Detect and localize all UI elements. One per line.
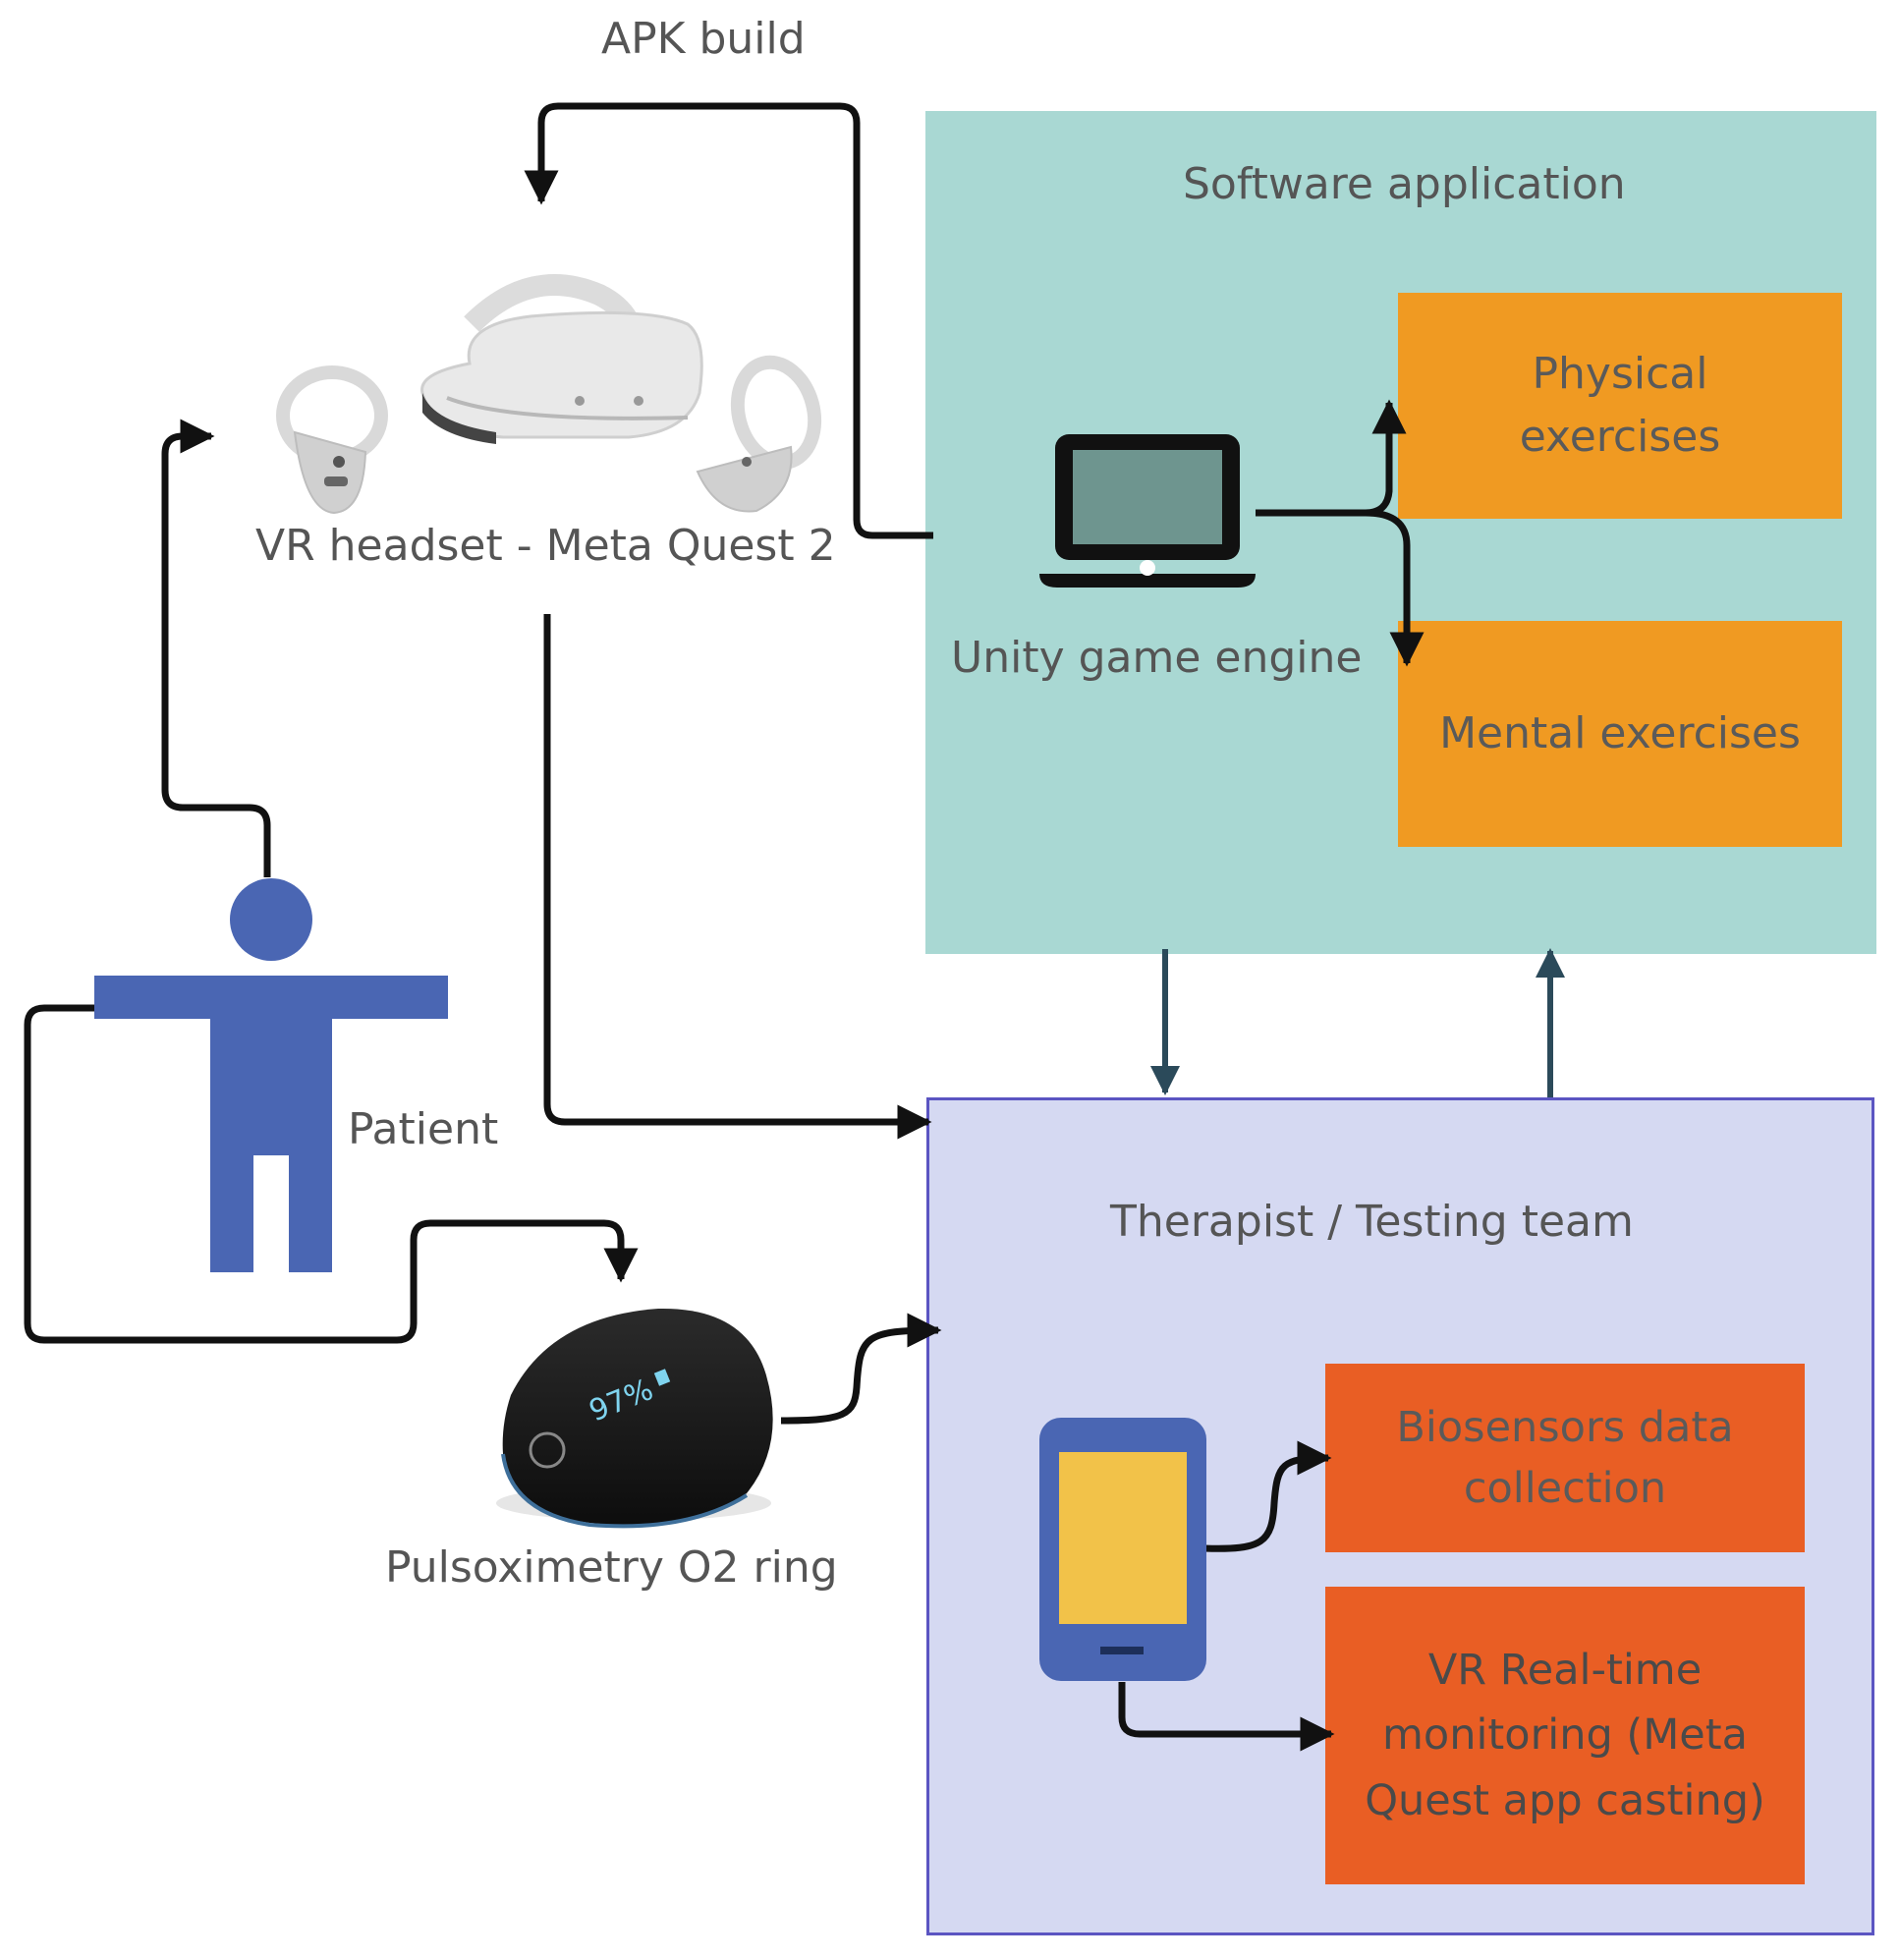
phone-to-biosensors-connector <box>1203 1440 1332 1552</box>
software-application-title: Software application <box>1183 159 1626 209</box>
therapist-team-title: Therapist / Testing team <box>1110 1197 1634 1247</box>
patient-to-ring-connector <box>24 1004 639 1344</box>
apk-build-connector <box>524 102 933 539</box>
phone-to-monitoring-connector <box>1118 1682 1335 1752</box>
unity-to-exercises-connector <box>1256 399 1425 667</box>
vr-headset-label: VR headset - Meta Quest 2 <box>255 521 836 571</box>
pulsoximetry-label: Pulsoximetry O2 ring <box>385 1542 838 1593</box>
headset-to-therapist-connector <box>543 614 932 1140</box>
patient-label: Patient <box>348 1104 499 1154</box>
apk-build-label: APK build <box>601 14 806 64</box>
vr-headset-icon <box>276 274 822 515</box>
mental-exercises-box: Mental exercises <box>1398 621 1842 847</box>
ring-to-therapist-connector <box>780 1313 942 1425</box>
left-controller-icon <box>276 365 388 515</box>
biosensors-box: Biosensors data collection <box>1325 1364 1805 1552</box>
phone-icon <box>1039 1418 1206 1681</box>
vr-monitoring-box: VR Real-time monitoring (Meta Quest app … <box>1325 1587 1805 1884</box>
laptop-icon <box>1039 434 1256 588</box>
right-controller-icon <box>696 355 822 513</box>
unity-engine-label: Unity game engine <box>951 633 1363 683</box>
pulse-oximeter-icon: 97% <box>496 1308 773 1529</box>
patient-to-headset-connector <box>161 419 271 877</box>
patient-figure <box>94 878 448 1272</box>
physical-exercises-box: Physical exercises <box>1398 293 1842 519</box>
